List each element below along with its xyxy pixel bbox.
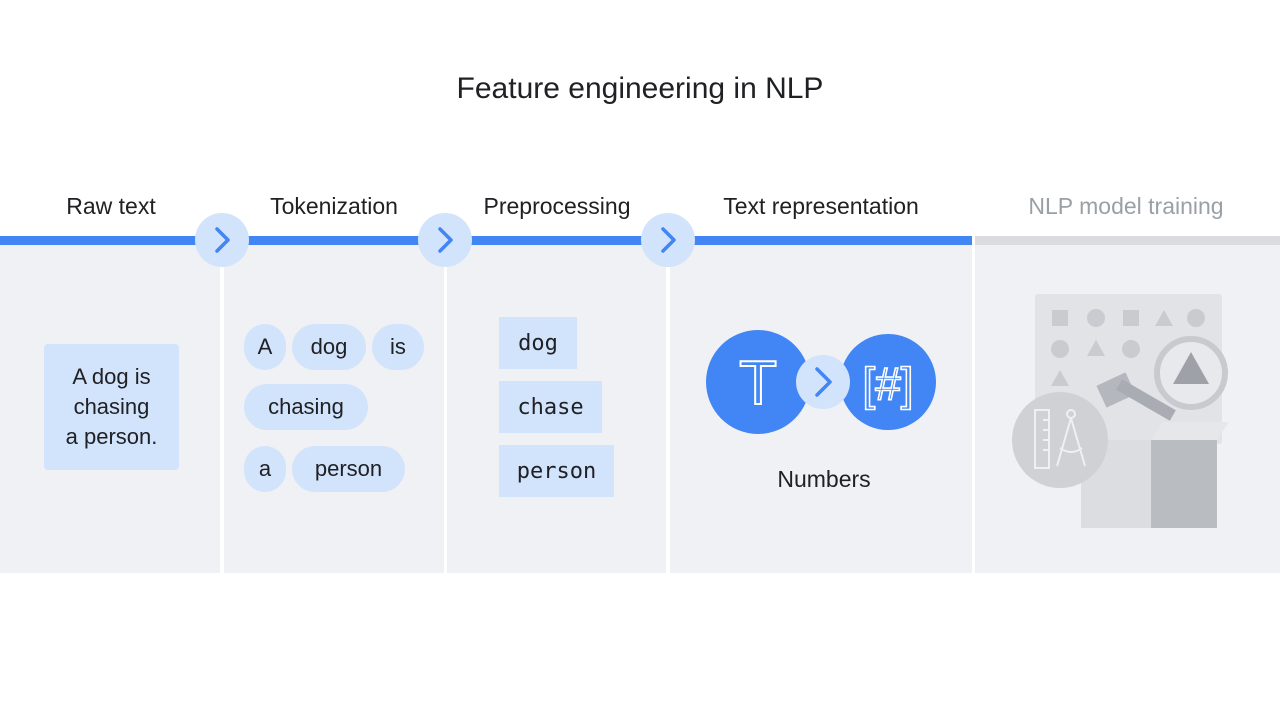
token-chip: a — [244, 446, 286, 492]
chevron-right-icon — [195, 213, 249, 267]
raw-text-sentence: A dog is chasing a person. — [44, 344, 179, 470]
token-chip: person — [292, 446, 405, 492]
raw-text-line: a person. — [65, 424, 158, 449]
token-chip: A — [244, 324, 286, 370]
conversion-chevron-circle — [796, 355, 850, 409]
raw-text-line: chasing — [73, 394, 150, 419]
token-chip: chasing — [244, 384, 368, 430]
text-glyph: T — [739, 349, 777, 418]
progress-bar-inactive — [975, 236, 1280, 245]
number-circle — [840, 334, 936, 430]
toolbox-icon — [1012, 294, 1229, 528]
preprocessed-word: person — [499, 445, 614, 497]
stage-label-tokenization: Tokenization — [270, 193, 398, 219]
page-title: Feature engineering in NLP — [456, 72, 824, 105]
chevron-right-icon — [418, 213, 472, 267]
stage-label-nlp-model-training: NLP model training — [1028, 193, 1224, 219]
text-to-number-icon: T [#] — [706, 330, 936, 434]
chevron-right-icon — [641, 213, 695, 267]
progress-bar-active — [0, 236, 972, 245]
stage-label-raw-text: Raw text — [66, 193, 156, 219]
token-chip: dog — [292, 324, 366, 370]
token-chip: is — [372, 324, 424, 370]
stage-label-preprocessing: Preprocessing — [483, 193, 631, 219]
preprocessed-word: chase — [499, 381, 602, 433]
stage-label-text-representation: Text representation — [723, 193, 919, 219]
preprocessed-word: dog — [499, 317, 577, 369]
text-circle — [706, 330, 810, 434]
numbers-caption: Numbers — [777, 466, 871, 492]
raw-text-line: A dog is — [72, 364, 151, 389]
number-glyph: [#] — [862, 358, 913, 410]
